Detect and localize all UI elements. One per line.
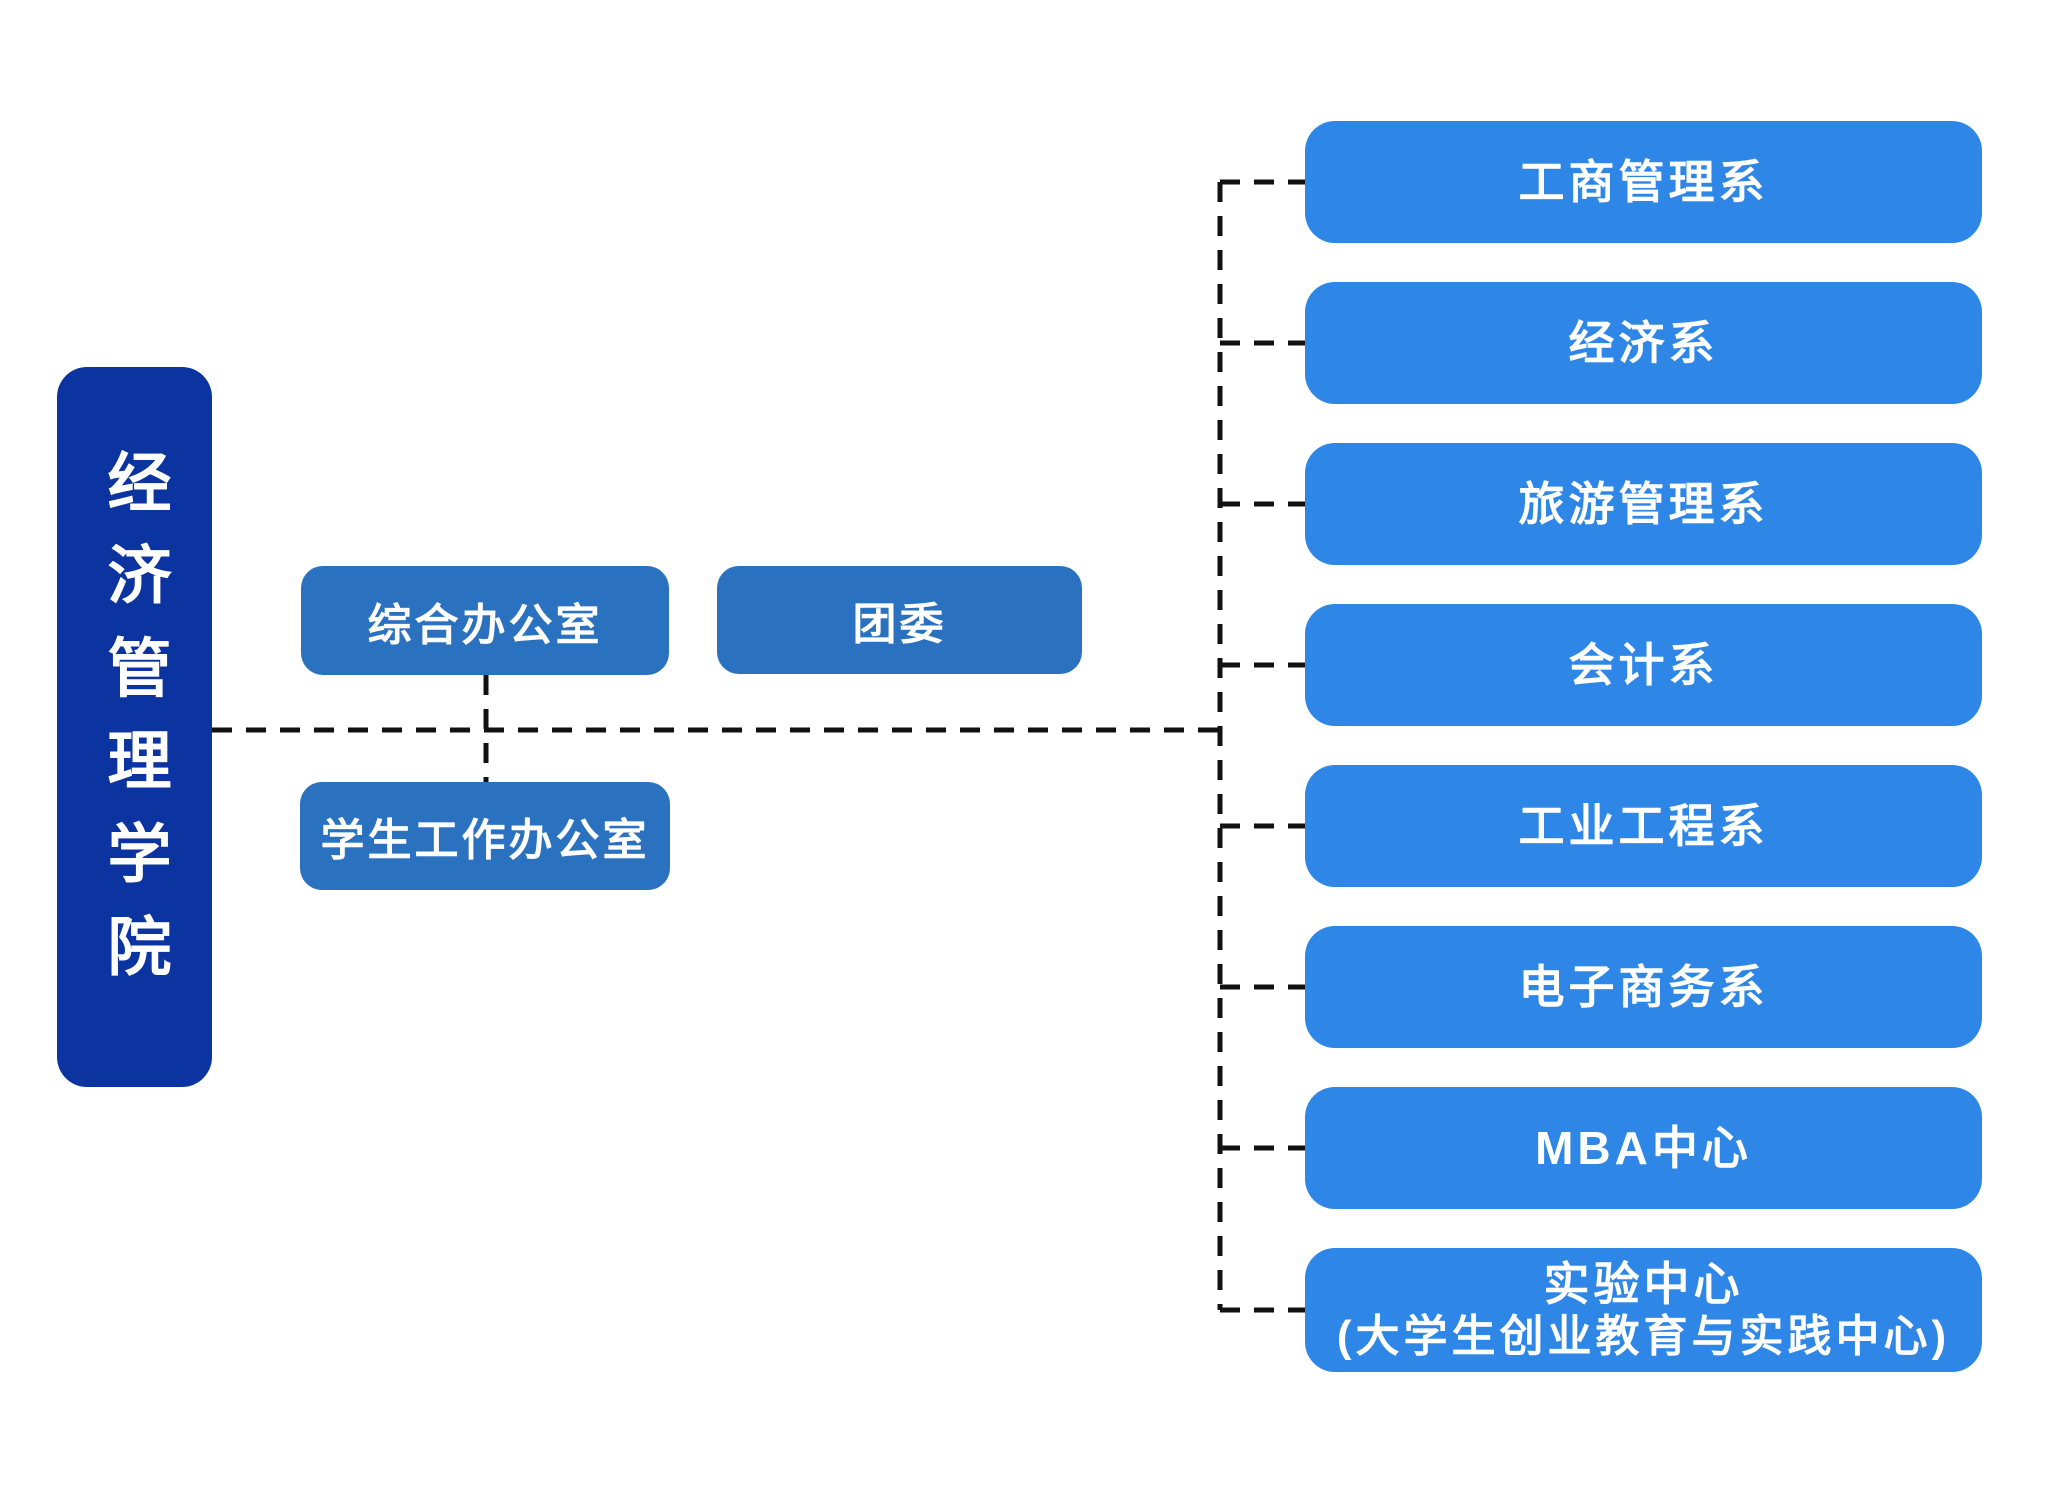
office-label: 学生工作办公室 [320,816,650,865]
department-label: 旅游管理系 [1518,477,1769,530]
department-label: 会计系 [1568,638,1719,691]
department-box-4: 会计系 [1305,604,1982,726]
department-label: 工商管理系 [1518,155,1769,208]
office-box-youth-league: 团委 [717,566,1082,674]
department-box-1: 工商管理系 [1305,121,1982,243]
root-label: 经济管理学院 [98,448,171,1006]
office-label: 团委 [852,600,947,649]
department-box-8: 实验中心(大学生创业教育与实践中心) [1305,1248,1982,1372]
department-label-line2: (大学生创业教育与实践中心) [1336,1312,1951,1362]
department-box-3: 旅游管理系 [1305,443,1982,565]
department-box-6: 电子商务系 [1305,926,1982,1048]
department-label: 经济系 [1568,316,1719,369]
root-box-college: 经济管理学院 [57,367,212,1087]
office-label: 综合办公室 [367,600,603,650]
department-label: MBA中心 [1535,1121,1752,1174]
department-box-2: 经济系 [1305,282,1982,404]
department-box-7: MBA中心 [1305,1087,1982,1209]
department-box-5: 工业工程系 [1305,765,1982,887]
department-label: 工业工程系 [1518,799,1769,852]
department-label: 电子商务系 [1518,960,1769,1013]
office-box-student-affairs: 学生工作办公室 [300,782,670,890]
department-label: 实验中心 [1543,1257,1744,1310]
office-box-general-office: 综合办公室 [301,566,669,675]
